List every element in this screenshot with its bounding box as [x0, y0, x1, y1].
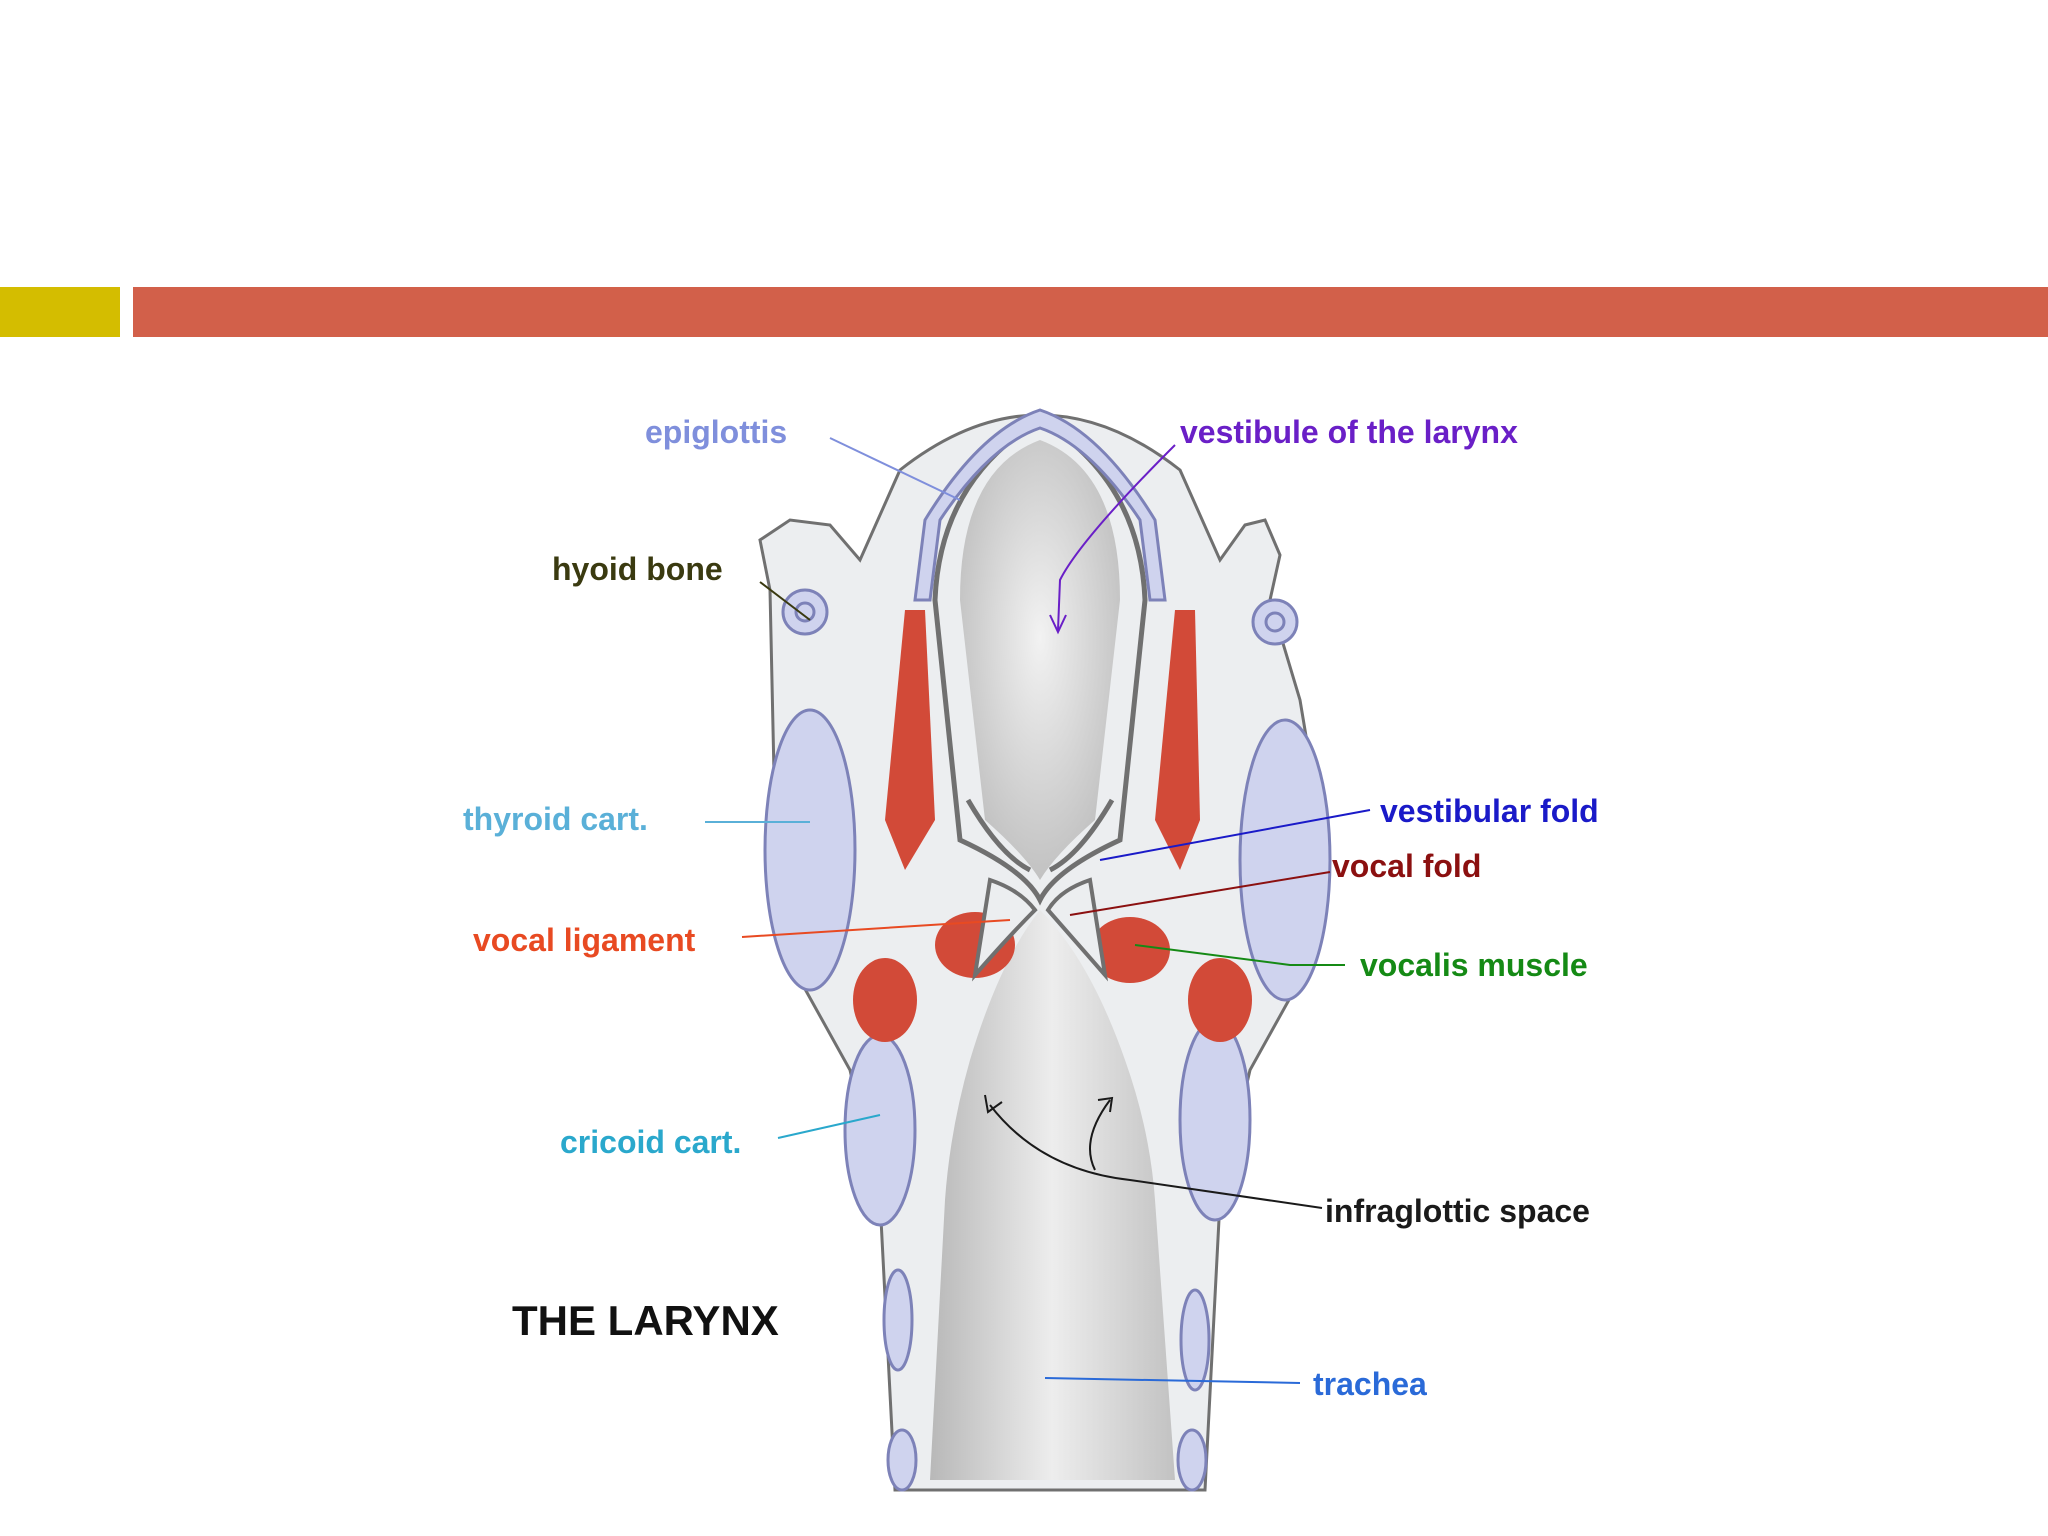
label-vocalis-muscle: vocalis muscle — [1360, 947, 1588, 983]
label-vocal-fold: vocal fold — [1332, 848, 1481, 884]
arrow-infraglottic-left-head — [984, 1094, 1003, 1114]
label-hyoid-bone: hyoid bone — [552, 551, 723, 587]
muscle-band-left — [885, 610, 935, 870]
label-thyroid-cartilage: thyroid cart. — [463, 801, 648, 837]
leader-vocalis — [1134, 944, 1345, 966]
leader-vestibule — [1057, 444, 1176, 631]
leader-cricoid — [777, 1114, 881, 1139]
header-bar — [133, 287, 2048, 337]
leader-vocal-ligament — [741, 919, 1011, 938]
label-vestibular-fold: vestibular fold — [1380, 793, 1599, 829]
muscle-band-right — [1155, 610, 1200, 870]
leader-lines — [705, 437, 1371, 1384]
vestibular-fold-left — [965, 798, 1032, 873]
label-cricoid-cartilage: cricoid cart. — [560, 1124, 741, 1160]
trachea-lumen — [930, 910, 1175, 1480]
arrow-vestibule-head — [1049, 614, 1067, 635]
label-infraglottic-space: infraglottic space — [1325, 1193, 1590, 1229]
hyoid-bone-left — [781, 588, 829, 636]
thyroid-cartilage-left — [763, 708, 857, 992]
lateral-muscle-left — [853, 958, 917, 1042]
vocal-fold-right — [1045, 877, 1109, 982]
vocal-fold-left — [971, 877, 1038, 982]
leader-infraglottic-left — [989, 1104, 1323, 1209]
hyoid-bone-right — [1251, 598, 1299, 646]
thyroid-cartilage-right — [1238, 718, 1332, 1002]
diagram-title: THE LARYNX — [512, 1297, 779, 1344]
arrow-infraglottic-right-head — [1097, 1096, 1114, 1113]
vestibular-fold-right — [1048, 798, 1115, 873]
leader-infraglottic-right — [1089, 1099, 1111, 1171]
larynx-mucosa-outline — [932, 417, 1148, 906]
leader-vocal-fold — [1069, 871, 1331, 916]
leader-vestibular-fold — [1099, 809, 1371, 861]
lateral-muscle-right — [1188, 958, 1252, 1042]
epiglottis-cartilage — [913, 408, 1167, 602]
label-trachea: trachea — [1313, 1366, 1427, 1402]
tracheal-rings — [882, 1268, 1211, 1492]
leader-trachea — [1044, 1377, 1301, 1384]
cricoid-cartilage-left — [843, 1033, 917, 1227]
cricoid-cartilage-right — [1178, 1018, 1252, 1222]
label-epiglottis: epiglottis — [645, 414, 787, 450]
vocalis-muscle-right — [1090, 917, 1170, 983]
label-vestibule: vestibule of the larynx — [1180, 414, 1518, 450]
header-accent-block — [0, 287, 120, 337]
leader-epiglottis — [829, 437, 961, 501]
label-vocal-ligament: vocal ligament — [473, 922, 696, 958]
leader-hyoid — [759, 581, 811, 621]
